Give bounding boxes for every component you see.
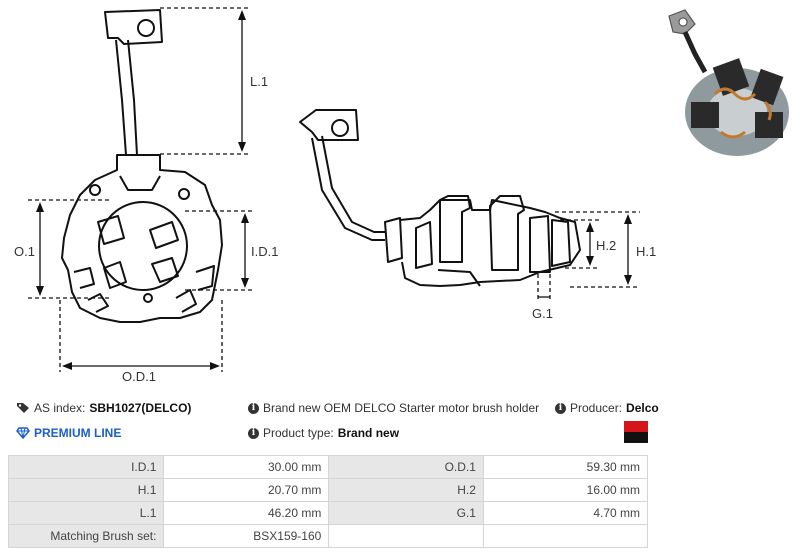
description: i Brand new OEM DELCO Starter motor brus…: [248, 401, 539, 415]
table-row: L.1 46.20 mm G.1 4.70 mm: [7, 501, 649, 525]
premium-line-label: PREMIUM LINE: [34, 426, 122, 440]
technical-drawing: L.1 O.1 I.D.1 O.D.1 H.2 H.1 G.1: [14, 2, 797, 384]
spec-key: L.1: [7, 501, 165, 525]
table-row: H.1 20.70 mm H.2 16.00 mm: [7, 478, 649, 502]
spec-key: [328, 524, 484, 548]
side-holder-body: [384, 217, 403, 263]
lead-wire: [115, 39, 138, 156]
product-type: i Product type: Brand new: [248, 426, 399, 440]
dim-label-h1: H.1: [636, 244, 656, 259]
producer: i Producer: Delco: [555, 401, 659, 415]
specs-table: I.D.1 30.00 mm O.D.1 59.30 mm H.1 20.70 …: [7, 455, 649, 548]
dim-label-id1: I.D.1: [251, 244, 278, 259]
side-terminal-tab: [299, 109, 359, 141]
spec-value: 30.00 mm: [163, 455, 330, 479]
spec-value: 16.00 mm: [482, 478, 649, 502]
dim-label-h2: H.2: [596, 238, 616, 253]
info-icon: i: [555, 402, 566, 414]
product-type-label: Product type:: [263, 426, 334, 440]
spec-value: [482, 524, 649, 548]
spec-key: I.D.1: [7, 455, 165, 479]
spec-key: Matching Brush set:: [7, 524, 165, 548]
spec-key: H.1: [7, 478, 165, 502]
spec-value: BSX159-160: [163, 524, 330, 548]
brand-color-bottom: [624, 432, 648, 443]
table-row: I.D.1 30.00 mm O.D.1 59.30 mm: [7, 455, 649, 479]
description-text: Brand new OEM DELCO Starter motor brush …: [263, 401, 540, 415]
as-index-label: AS index:: [34, 401, 86, 415]
product-info: AS index: SBH1027(DELCO) PREMIUM LINE i …: [0, 395, 800, 450]
spec-key: H.2: [328, 478, 484, 502]
premium-line-badge: PREMIUM LINE: [16, 426, 121, 440]
diamond-icon: [16, 427, 30, 439]
product-photo[interactable]: [655, 2, 797, 164]
producer-brand-logo[interactable]: [624, 421, 648, 443]
dim-label-g1: G.1: [532, 306, 553, 321]
dim-label-o1: O.1: [14, 244, 35, 259]
spec-key: O.D.1: [328, 455, 484, 479]
dim-label-l1: L.1: [250, 74, 268, 89]
brand-color-top: [624, 421, 648, 432]
dim-label-od1: O.D.1: [122, 369, 156, 384]
info-icon: i: [248, 402, 259, 414]
tags-icon: [17, 403, 29, 413]
terminal-tab: [104, 9, 163, 45]
producer-label: Producer:: [570, 401, 623, 415]
spec-value: 46.20 mm: [163, 501, 330, 525]
spec-value: 59.30 mm: [482, 455, 649, 479]
holder-plate: [61, 154, 223, 323]
table-row: Matching Brush set: BSX159-160: [7, 524, 649, 548]
brush-holder-drawing: L.1 O.1 I.D.1 O.D.1 H.2 H.1 G.1: [14, 7, 656, 384]
product-type-value: Brand new: [337, 426, 400, 440]
producer-value: Delco: [626, 401, 659, 415]
spec-value: 20.70 mm: [163, 478, 330, 502]
spec-value: 4.70 mm: [482, 501, 649, 525]
as-index-value: SBH1027(DELCO): [89, 401, 192, 415]
info-icon: i: [248, 427, 259, 439]
spec-key: G.1: [328, 501, 484, 525]
as-index: AS index: SBH1027(DELCO): [16, 401, 191, 415]
